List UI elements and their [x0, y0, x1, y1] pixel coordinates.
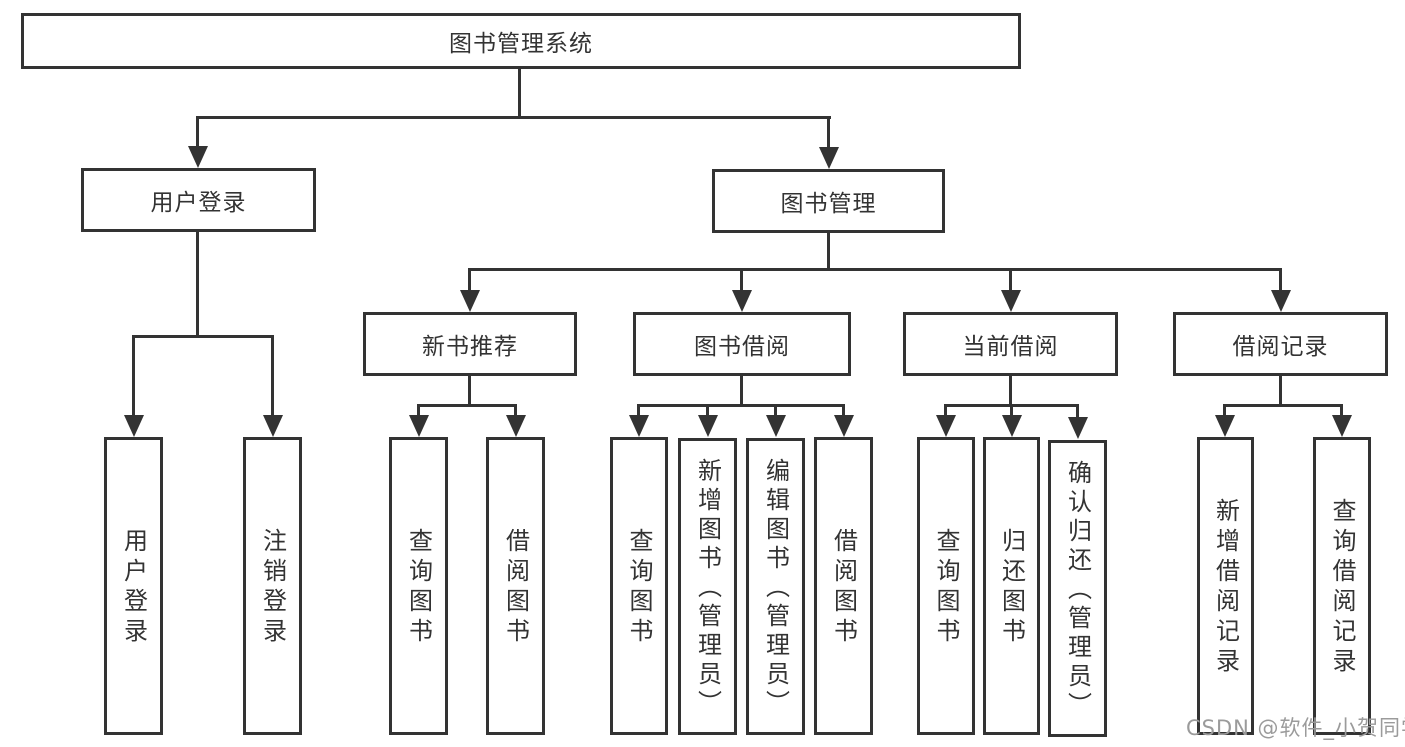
arrowhead-borrowing-edit: [766, 415, 786, 437]
arrowhead-book-borrowing: [732, 290, 752, 312]
node-root-label: 图书管理系统: [449, 31, 593, 57]
connector-stem-book-management: [827, 116, 830, 150]
leaf-user-login: 用户登录: [104, 437, 163, 735]
connector-borrowing-records-drop: [1279, 375, 1282, 407]
leaf-current-query-books-label: 查询图书: [932, 528, 960, 648]
arrowhead-borrowing-query: [629, 415, 649, 437]
leaf-recommend-borrow-books: 借阅图书: [486, 437, 545, 735]
leaf-user-login-label: 用户登录: [119, 528, 148, 648]
node-new-book-recommend: 新书推荐: [363, 312, 577, 376]
connector-book-borrowing-drop: [740, 375, 743, 407]
arrowhead-records-add: [1215, 415, 1235, 437]
connector-stem-borrowing-borrow: [842, 404, 845, 420]
leaf-records-query-record: 查询借阅记录: [1313, 437, 1371, 735]
connector-stem-borrowing-add: [706, 404, 709, 420]
csdn-watermark: CSDN @软件_小贺同学: [1186, 716, 1405, 740]
connector-stem-new-book-recommend: [468, 268, 471, 296]
connector-new-book-drop: [468, 375, 471, 407]
node-user-login-label: 用户登录: [150, 190, 247, 216]
connector-stem-records-add: [1223, 404, 1226, 420]
node-current-borrowing-label: 当前借阅: [962, 334, 1059, 360]
connector-stem-user-login: [196, 116, 199, 150]
leaf-borrowing-edit-books-label: 编辑图书（管理员）: [761, 458, 790, 719]
arrowhead-current-return: [1002, 415, 1022, 437]
arrowhead-current-query: [936, 415, 956, 437]
arrowhead-recommend-borrow: [506, 415, 526, 437]
connector-borrowing-records-split: [1223, 404, 1343, 407]
arrowhead-current-confirm: [1068, 417, 1088, 439]
connector-stem-current-confirm: [1076, 404, 1079, 420]
connector-stem-leaf-login: [132, 335, 135, 419]
connector-stem-recommend-query: [417, 404, 420, 420]
leaf-borrowing-query-books: 查询图书: [610, 437, 668, 735]
arrowhead-recommend-query: [409, 415, 429, 437]
connector-user-login-drop: [196, 231, 199, 337]
connector-book-management-drop: [827, 232, 830, 270]
leaf-borrowing-borrow-books-label: 借阅图书: [829, 528, 858, 648]
connector-current-borrowing-drop: [1009, 375, 1012, 407]
node-user-login: 用户登录: [81, 168, 316, 232]
arrowhead-records-query: [1332, 415, 1352, 437]
connector-stem-current-borrowing: [1009, 268, 1012, 296]
connector-stem-borrowing-records: [1279, 268, 1282, 296]
arrowhead-leaf-logout: [263, 415, 283, 437]
connector-root-drop: [518, 68, 521, 118]
leaf-borrowing-add-books: 新增图书（管理员）: [678, 438, 737, 735]
arrowhead-borrowing-borrow: [834, 415, 854, 437]
leaf-records-add-record: 新增借阅记录: [1197, 437, 1254, 735]
node-book-management: 图书管理: [712, 169, 945, 233]
leaf-current-return-books: 归还图书: [983, 437, 1040, 735]
leaf-current-query-books: 查询图书: [917, 437, 975, 735]
leaf-borrowing-query-books-label: 查询图书: [625, 528, 653, 648]
arrowhead-borrowing-records: [1271, 290, 1291, 312]
leaf-records-query-record-label: 查询借阅记录: [1328, 498, 1356, 678]
leaf-current-confirm-return: 确认归还（管理员）: [1048, 440, 1107, 737]
connector-stem-borrowing-query: [637, 404, 640, 420]
node-current-borrowing: 当前借阅: [903, 312, 1118, 376]
arrowhead-leaf-login: [124, 415, 144, 437]
node-new-book-recommend-label: 新书推荐: [422, 334, 518, 360]
node-book-borrowing: 图书借阅: [633, 312, 851, 376]
leaf-borrowing-add-books-label: 新增图书（管理员）: [693, 458, 722, 719]
leaf-recommend-borrow-books-label: 借阅图书: [501, 528, 530, 648]
connector-user-login-split: [132, 335, 273, 338]
node-book-borrowing-label: 图书借阅: [694, 334, 790, 360]
node-borrowing-records-label: 借阅记录: [1232, 334, 1329, 360]
leaf-logout-label: 注销登录: [258, 528, 287, 648]
leaf-recommend-query-books: 查询图书: [389, 437, 448, 735]
connector-book-borrowing-split: [637, 404, 845, 407]
connector-level2-split: [468, 268, 1282, 271]
node-root: 图书管理系统: [21, 13, 1021, 69]
connector-stem-borrowing-edit: [774, 404, 777, 420]
arrowhead-new-book-recommend: [460, 290, 480, 312]
leaf-borrowing-borrow-books: 借阅图书: [814, 437, 873, 735]
connector-stem-current-query: [944, 404, 947, 420]
leaf-current-return-books-label: 归还图书: [997, 528, 1026, 648]
leaf-logout: 注销登录: [243, 437, 302, 735]
arrowhead-user-login: [188, 146, 208, 168]
connector-stem-book-borrowing: [740, 268, 743, 296]
leaf-borrowing-edit-books: 编辑图书（管理员）: [746, 438, 805, 735]
connector-level1-split: [197, 116, 831, 119]
node-book-management-label: 图书管理: [780, 191, 877, 217]
connector-stem-current-return: [1010, 404, 1013, 420]
leaf-current-confirm-return-label: 确认归还（管理员）: [1063, 460, 1092, 721]
node-borrowing-records: 借阅记录: [1173, 312, 1388, 376]
arrowhead-current-borrowing: [1001, 290, 1021, 312]
arrowhead-book-management: [819, 147, 839, 169]
connector-stem-leaf-logout: [271, 335, 274, 419]
leaf-recommend-query-books-label: 查询图书: [404, 528, 433, 648]
connector-stem-records-query: [1340, 404, 1343, 420]
connector-stem-recommend-borrow: [514, 404, 517, 420]
leaf-records-add-record-label: 新增借阅记录: [1211, 498, 1240, 678]
arrowhead-borrowing-add: [698, 415, 718, 437]
connector-new-book-split: [417, 404, 517, 407]
